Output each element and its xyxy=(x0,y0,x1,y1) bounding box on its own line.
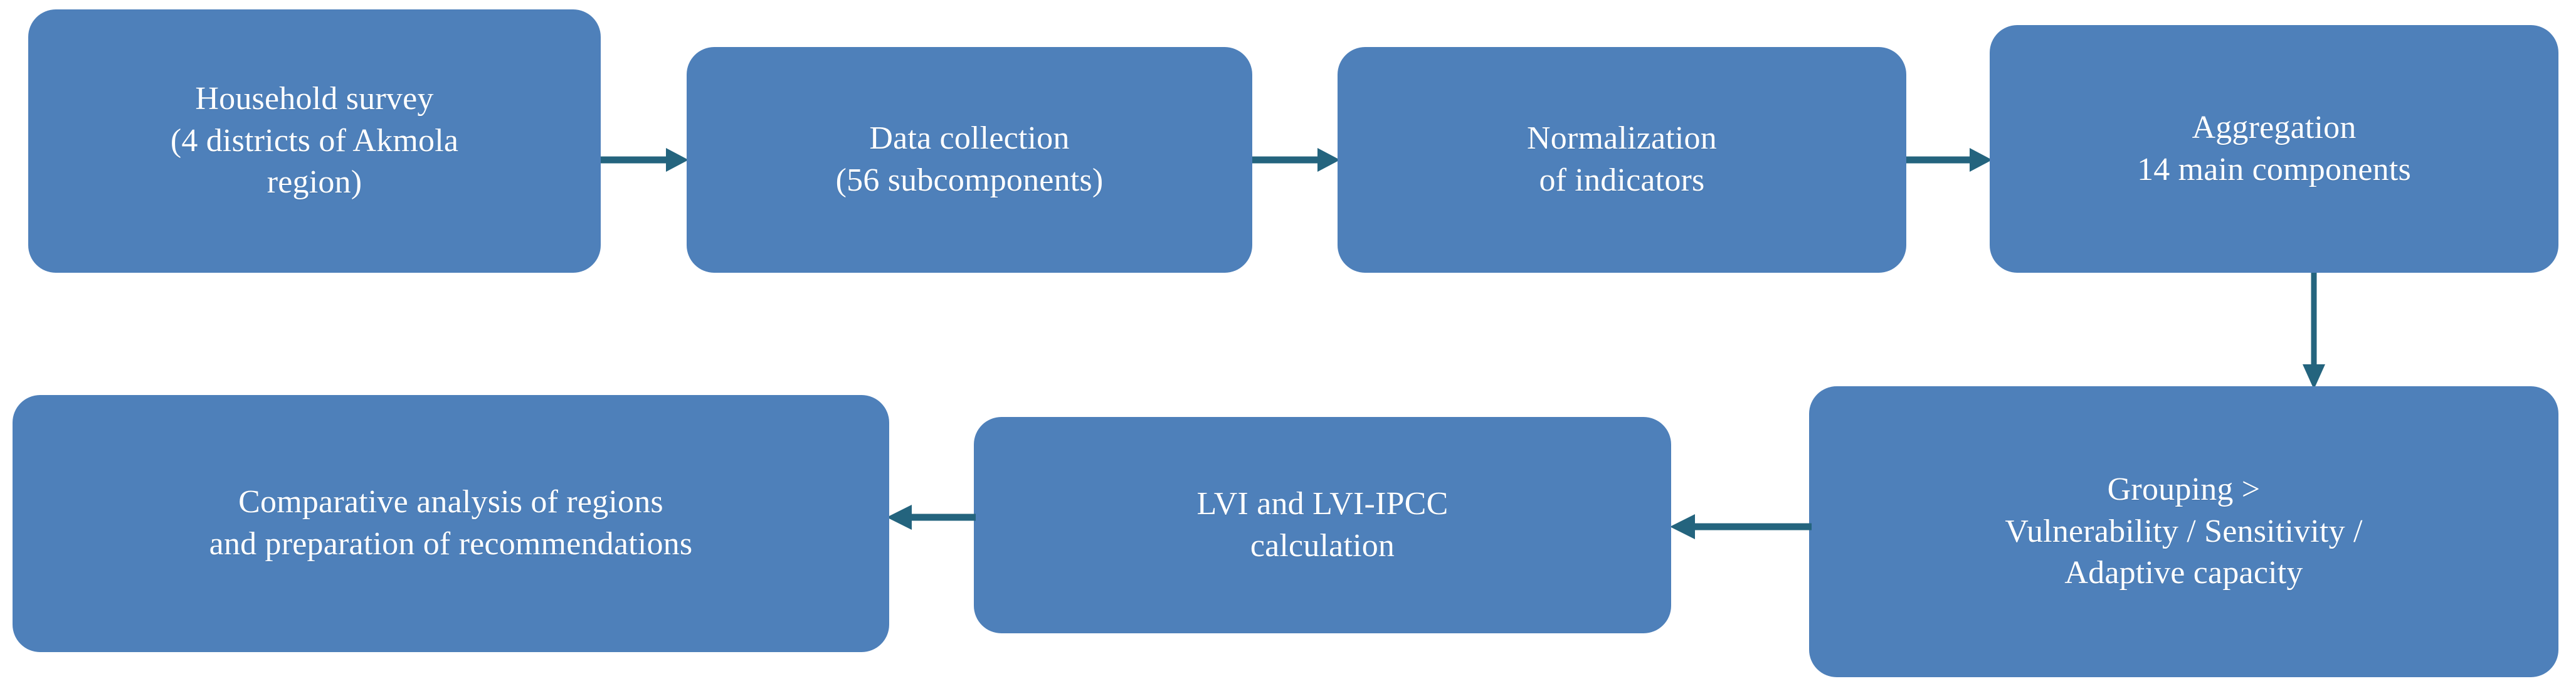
arrow-aggregation-to-grouping xyxy=(2296,273,2331,389)
node-household-survey[interactable]: Household survey (4 districts of Akmola … xyxy=(28,9,601,273)
node-data-collection[interactable]: Data collection (56 subcomponents) xyxy=(687,47,1252,273)
arrow-collection-to-normalization xyxy=(1252,144,1340,176)
arrow-lvi-to-comparative xyxy=(887,502,976,533)
node-comparative-analysis[interactable]: Comparative analysis of regions and prep… xyxy=(13,395,889,652)
node-normalization-of-indicators[interactable]: Normalization of indicators xyxy=(1338,47,1906,273)
arrow-household-to-collection xyxy=(601,144,689,176)
arrow-grouping-to-lvi xyxy=(1670,511,1812,542)
node-lvi-calculation[interactable]: LVI and LVI-IPCC calculation xyxy=(974,417,1671,633)
arrow-normalization-to-aggregation xyxy=(1906,144,1992,176)
node-aggregation[interactable]: Aggregation 14 main components xyxy=(1990,25,2558,273)
node-grouping[interactable]: Grouping > Vulnerability / Sensitivity /… xyxy=(1809,386,2558,677)
